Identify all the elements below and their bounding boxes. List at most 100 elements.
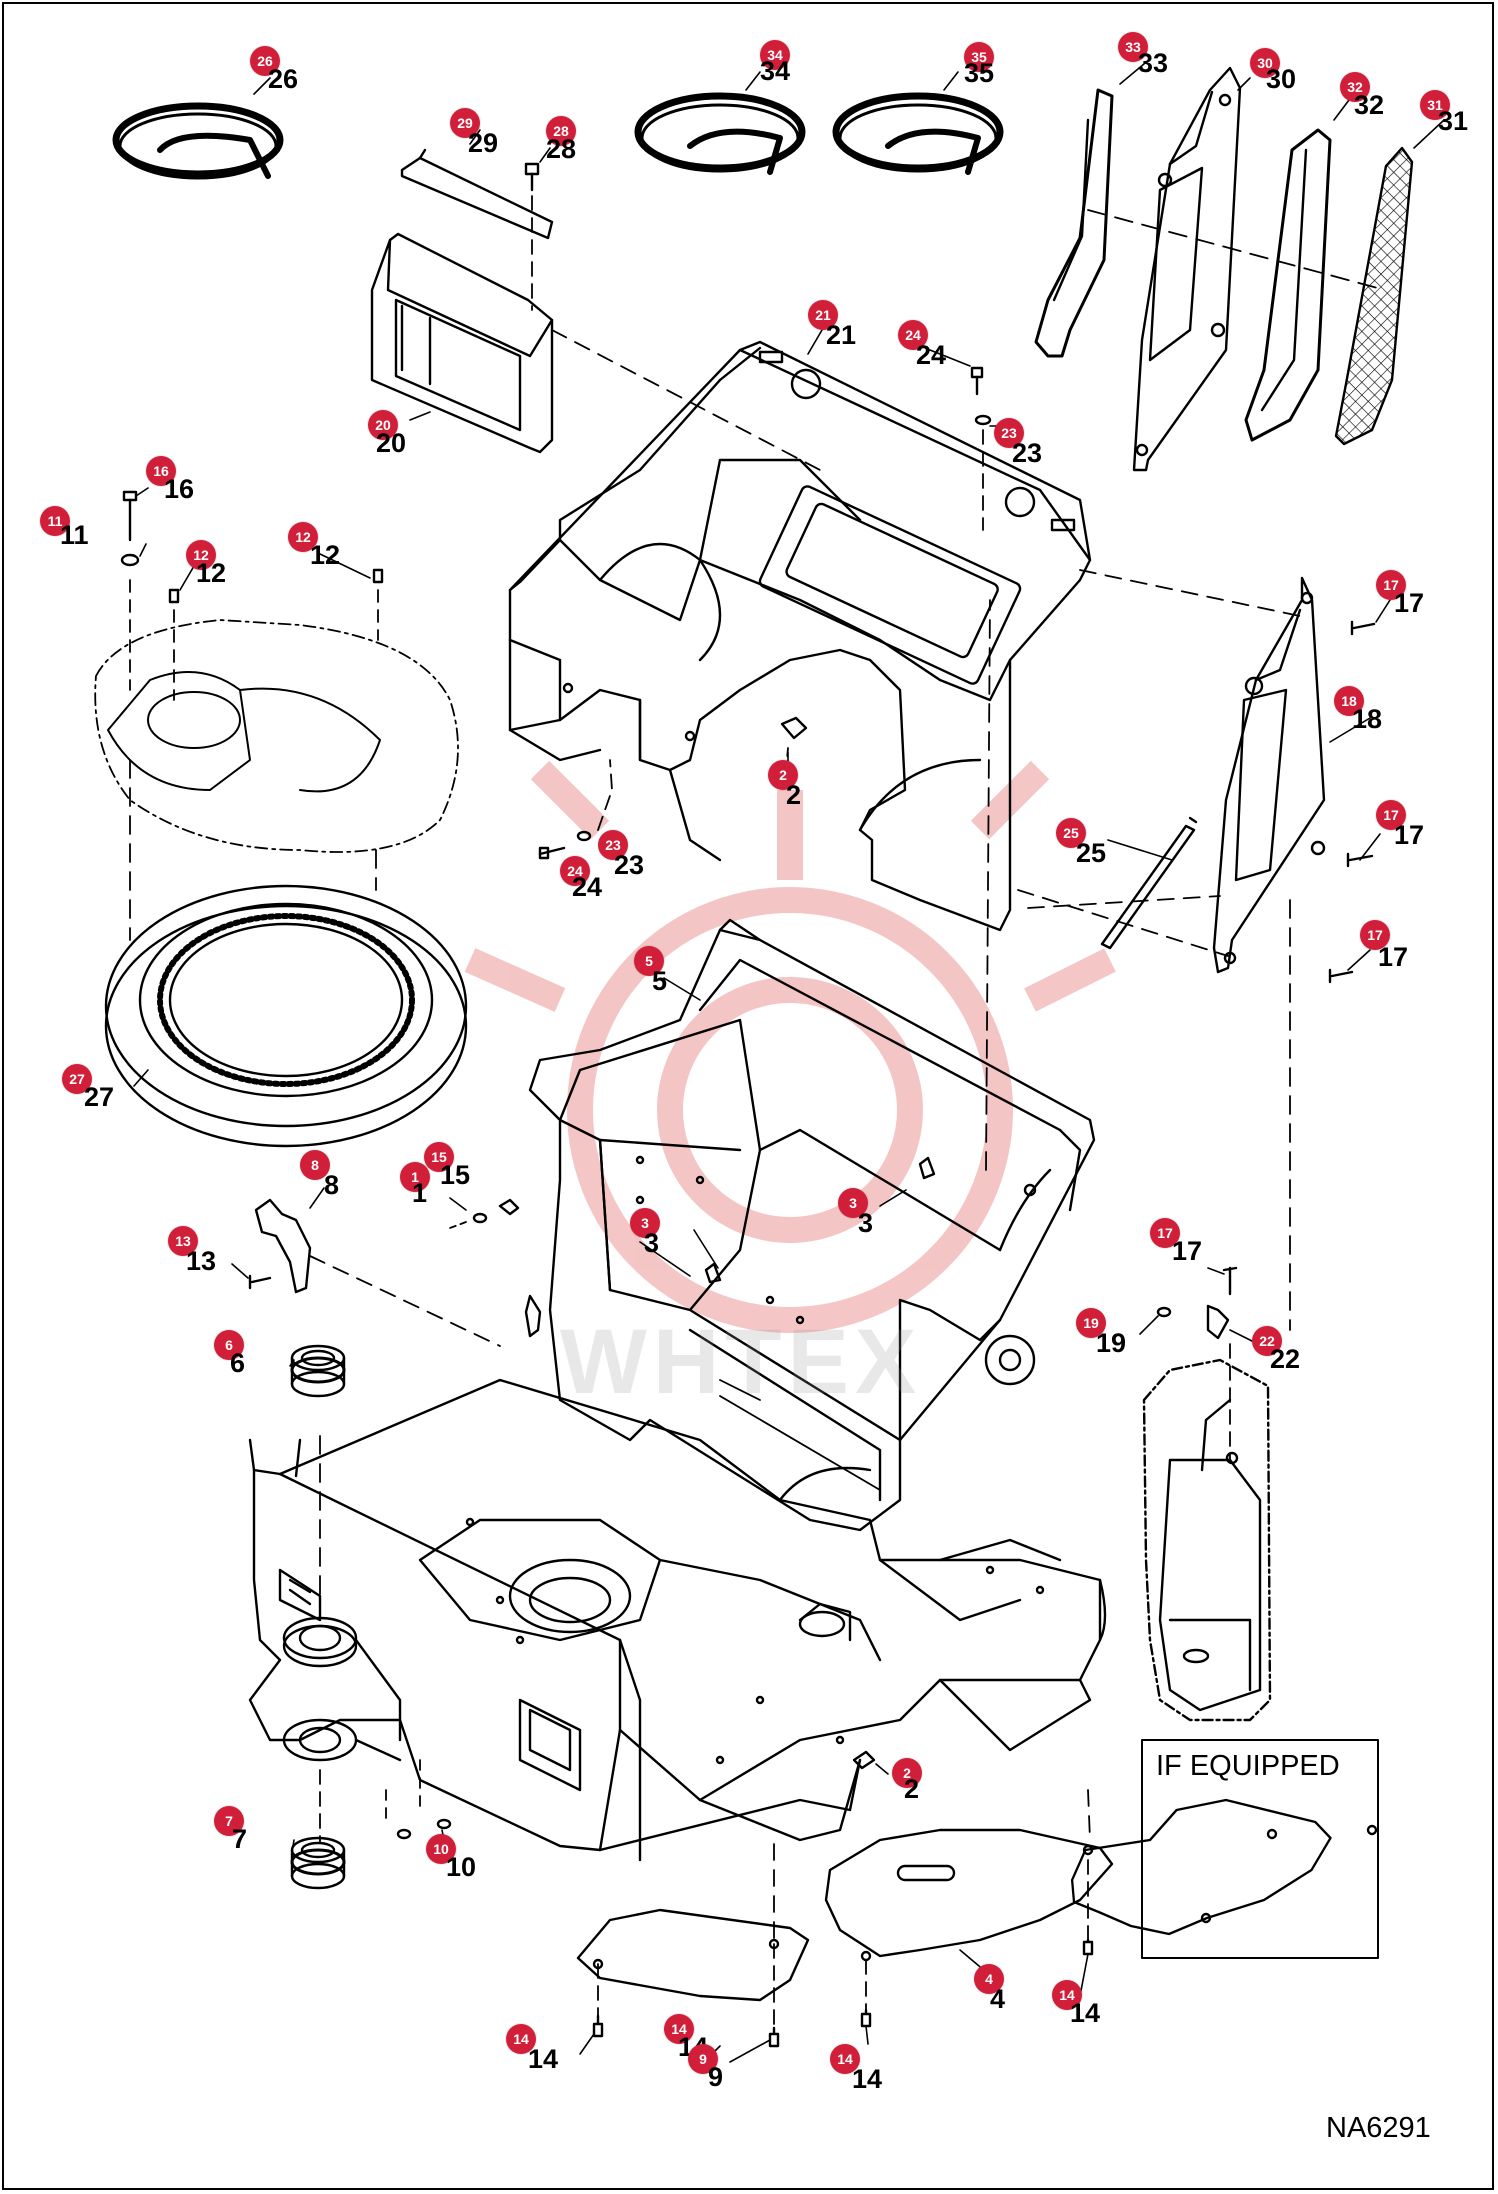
callout-label: 14 [528, 2044, 559, 2074]
callout-label: 32 [1354, 90, 1385, 120]
callout-badge: 25 [1056, 818, 1086, 848]
callout-badge: 35 [964, 42, 994, 72]
callout-label: 15 [440, 1160, 471, 1190]
callout-label: 10 [446, 1852, 477, 1882]
callout-label: 33 [1138, 48, 1169, 78]
bracket-8 [248, 1198, 501, 1347]
callout-label: 31 [1438, 106, 1469, 136]
callout-label: 26 [268, 64, 299, 94]
bushing-7 [290, 1836, 346, 1890]
callout-badge: 20 [368, 410, 398, 440]
callout-badge: 3 [838, 1188, 868, 1218]
callout-badge: 8 [300, 1150, 330, 1180]
seal-strip-33 [1034, 88, 1114, 358]
callout-label: 12 [310, 540, 341, 570]
callout-badge: 19 [1076, 1308, 1106, 1338]
clip-2-lower [852, 1750, 876, 1770]
callout-label: 4 [990, 1984, 1006, 2014]
strip-25 [1100, 816, 1198, 950]
callout-label: 27 [84, 1082, 115, 1112]
callout-badge: 14 [1052, 1980, 1082, 2010]
callout-label: 2 [904, 1774, 920, 1804]
seal-strip-32 [1244, 128, 1332, 442]
callout-badge: 12 [288, 522, 318, 552]
callout-label: 21 [826, 320, 857, 350]
callout-badge: 24 [560, 856, 590, 886]
callout-label: 29 [468, 128, 499, 158]
callout-badge: 5 [634, 946, 664, 976]
callout-label: 22 [1270, 1344, 1301, 1374]
callout-badge: 18 [1334, 686, 1364, 716]
callout-label: 2 [786, 780, 802, 810]
duct-20 [370, 232, 821, 471]
callout-badge: 7 [214, 1806, 244, 1836]
callout-badge: 21 [808, 300, 838, 330]
callout-badge: 12 [186, 540, 216, 570]
callout-badge: 17 [1360, 920, 1390, 950]
bolt-28 [524, 162, 540, 311]
callout-label: 3 [644, 1228, 660, 1258]
swing-boss [282, 1435, 421, 1843]
callout-badge: 17 [1150, 1218, 1180, 1248]
seal-coil-35 [832, 92, 1004, 175]
callout-label: 6 [230, 1348, 246, 1378]
callout-label: 14 [852, 2064, 883, 2094]
callout-label: 17 [1378, 942, 1409, 972]
callout-badge: 29 [450, 108, 480, 138]
callout-badge: 9 [688, 2044, 718, 2074]
cab-frame-5 [528, 599, 1096, 1532]
callout-badge: 33 [1118, 32, 1148, 62]
callout-badge: 15 [424, 1142, 454, 1172]
callout-label: 16 [164, 474, 195, 504]
upper-frame-21 [508, 340, 1092, 932]
callout-label: 7 [232, 1824, 248, 1854]
bushing-6 [290, 1344, 346, 1398]
callout-badge: 23 [598, 830, 628, 860]
cover-plate-9 [576, 1843, 810, 2029]
nut-15-washer-1 [449, 1198, 542, 1338]
screws-17 [1017, 569, 1376, 1331]
callout-badge: 11 [40, 506, 70, 536]
callout-label: 23 [1012, 438, 1043, 468]
callout-label: 17 [1394, 820, 1425, 850]
callout-badge: 32 [1340, 72, 1370, 102]
slew-bearing-27 [104, 884, 468, 1148]
callout-badge: 16 [146, 456, 176, 486]
bolts-11-12-16 [120, 490, 384, 941]
callout-badge: 24 [898, 320, 928, 350]
callout-label: 9 [708, 2062, 724, 2092]
callout-badge: 17 [1376, 570, 1406, 600]
bolt-24-top [970, 366, 992, 531]
top-plate-ghost [94, 619, 459, 853]
callout-badge: 14 [830, 2044, 860, 2074]
callout-label: 13 [186, 1246, 217, 1276]
callout-badge: 23 [994, 418, 1024, 448]
shroud-panel-30 [1132, 66, 1242, 472]
callout-badge: 14 [506, 2024, 536, 2054]
seal-coil-26 [112, 102, 284, 180]
top-plate-cutout [107, 671, 381, 793]
callout-label: 17 [1172, 1236, 1203, 1266]
leader-lines [133, 63, 1445, 2063]
bolt-24-lower [538, 759, 613, 860]
tank-assembly [1142, 1266, 1272, 1722]
callout-label: 30 [1266, 64, 1297, 94]
nuts-10 [396, 1818, 452, 1840]
inset-title: IF EQUIPPED [1156, 1750, 1340, 1782]
callout-badge: 3 [630, 1208, 660, 1238]
callout-label: 35 [964, 58, 995, 88]
callout-label: 28 [546, 134, 577, 164]
callout-badge: 34 [760, 40, 790, 70]
callout-label: 20 [376, 428, 407, 458]
callout-badge: 17 [1376, 800, 1406, 830]
callout-badge: 22 [1252, 1326, 1282, 1356]
drawing-id: NA6291 [1326, 2112, 1431, 2144]
callout-label: 11 [60, 520, 89, 550]
callout-label: 18 [1352, 704, 1383, 734]
callout-badge: 2 [892, 1758, 922, 1788]
lower-frame [248, 1378, 1107, 1862]
callout-label: 8 [324, 1170, 340, 1200]
callout-badge: 10 [426, 1834, 456, 1864]
